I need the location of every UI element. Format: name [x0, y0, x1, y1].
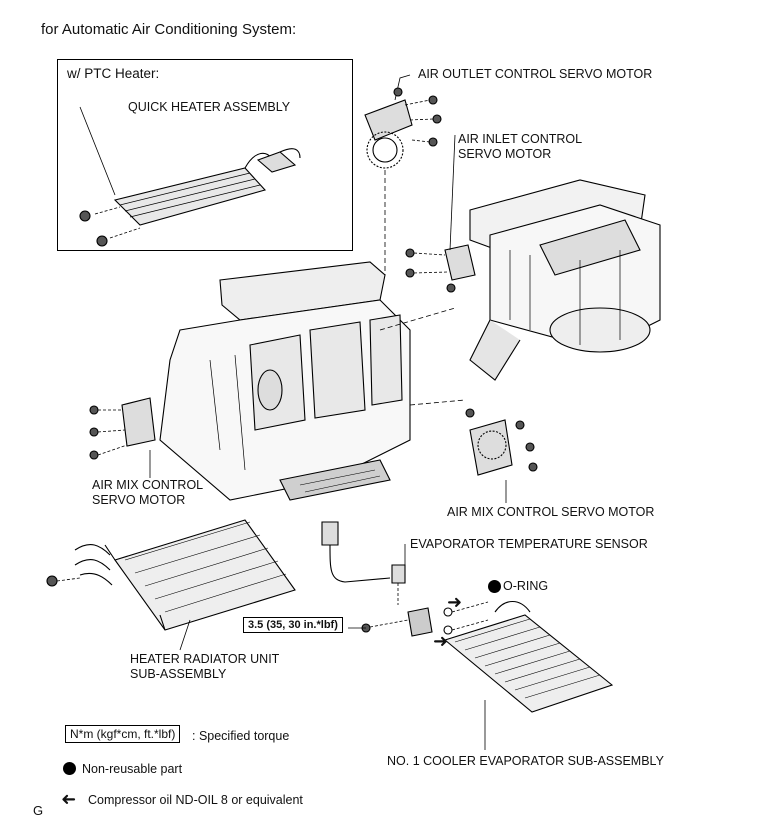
- expansion-valve-drawing: [348, 601, 489, 637]
- oil-arrow-icon: ➜: [447, 592, 463, 612]
- legend-torque-desc: : Specified torque: [192, 729, 290, 743]
- legend-torque-box: N*m (kgf*cm, ft.*lbf): [65, 725, 181, 743]
- air-outlet-servo-drawing: [364, 74, 442, 275]
- o-ring-label: O-RING: [503, 579, 549, 593]
- air-inlet-servo-label: AIR INLET CONTROL SERVO MOTOR: [458, 132, 583, 161]
- legend-oil-arrow-icon: ➜: [61, 789, 77, 809]
- legend-non-reusable-label: Non-reusable part: [82, 762, 183, 776]
- air-mix-servo-left-label: AIR MIX CONTROL SERVO MOTOR: [92, 478, 204, 507]
- cooler-evaporator-label: NO. 1 COOLER EVAPORATOR SUB-ASSEMBLY: [387, 754, 664, 768]
- air-outlet-servo-label: AIR OUTLET CONTROL SERVO MOTOR: [418, 67, 653, 81]
- non-reusable-marker-icon: [488, 580, 501, 593]
- quick-heater-assembly-label: QUICK HEATER ASSEMBLY: [128, 100, 291, 114]
- heater-radiator-drawing: [46, 519, 296, 651]
- legend-oil-label: Compressor oil ND-OIL 8 or equivalent: [88, 793, 303, 807]
- heater-case-drawing: [159, 261, 466, 501]
- quick-heater-assembly-drawing: [79, 106, 301, 247]
- evaporator-temp-sensor-label: EVAPORATOR TEMPERATURE SENSOR: [410, 537, 648, 551]
- air-mix-servo-left-drawing: [89, 397, 156, 478]
- blower-unit-drawing: [405, 134, 661, 381]
- figure-code: G: [33, 803, 44, 818]
- evaporator-temperature-sensor-drawing: [321, 521, 406, 605]
- cooler-evaporator-drawing: [443, 600, 614, 750]
- oil-arrow-icon-2: ➜: [433, 631, 449, 651]
- page-title: for Automatic Air Conditioning System:: [41, 21, 297, 38]
- air-mix-servo-right-drawing: [465, 408, 538, 503]
- torque-spec-box: 3.5 (35, 30 in.*lbf): [243, 617, 343, 633]
- inset-title: w/ PTC Heater:: [67, 66, 160, 81]
- legend-non-reusable-icon: [63, 762, 76, 775]
- air-mix-servo-right-label: AIR MIX CONTROL SERVO MOTOR: [447, 505, 655, 519]
- ptc-heater-inset: w/ PTC Heater:: [57, 59, 353, 251]
- heater-radiator-label: HEATER RADIATOR UNIT SUB-ASSEMBLY: [130, 652, 280, 681]
